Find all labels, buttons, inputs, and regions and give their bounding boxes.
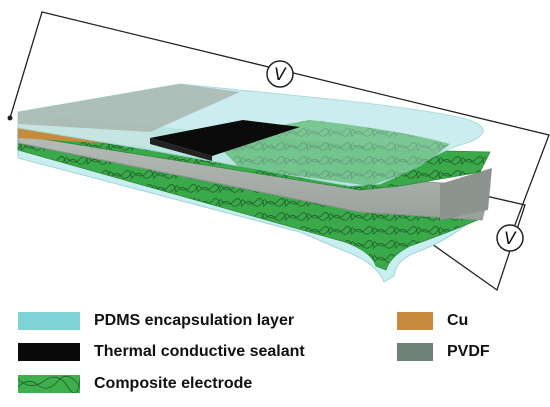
right-voltmeter: V: [496, 224, 524, 252]
pdms-swatch: [18, 312, 80, 330]
legend-electrode-label: Composite electrode: [94, 375, 253, 392]
thermal-sealant-front: [150, 138, 212, 161]
legend-pdms: PDMS encapsulation layer: [18, 311, 294, 331]
pvdf-swatch: [397, 343, 433, 361]
legend-pvdf-label: PVDF: [447, 343, 490, 360]
wire-junction: [7, 115, 13, 121]
legend-electrode: Composite electrode: [18, 374, 252, 394]
sealant-swatch: [18, 343, 80, 361]
legend-pvdf: PVDF: [397, 342, 490, 362]
legend-pdms-label: PDMS encapsulation layer: [94, 312, 295, 329]
top-voltmeter-label: V: [274, 65, 287, 85]
legend-cu: Cu: [397, 311, 468, 331]
cu-swatch: [397, 312, 433, 330]
top-voltmeter: V: [266, 60, 294, 88]
left-encapsulated-region: [18, 84, 240, 132]
legend-sealant: Thermal conductive sealant: [18, 342, 305, 362]
thermal-sealant: [150, 120, 300, 156]
electrode-swatch: [18, 375, 80, 393]
legend-cu-label: Cu: [447, 312, 469, 329]
pvdf-layer-end: [440, 168, 492, 220]
right-voltmeter-label: V: [504, 229, 517, 249]
legend-sealant-label: Thermal conductive sealant: [94, 343, 305, 360]
